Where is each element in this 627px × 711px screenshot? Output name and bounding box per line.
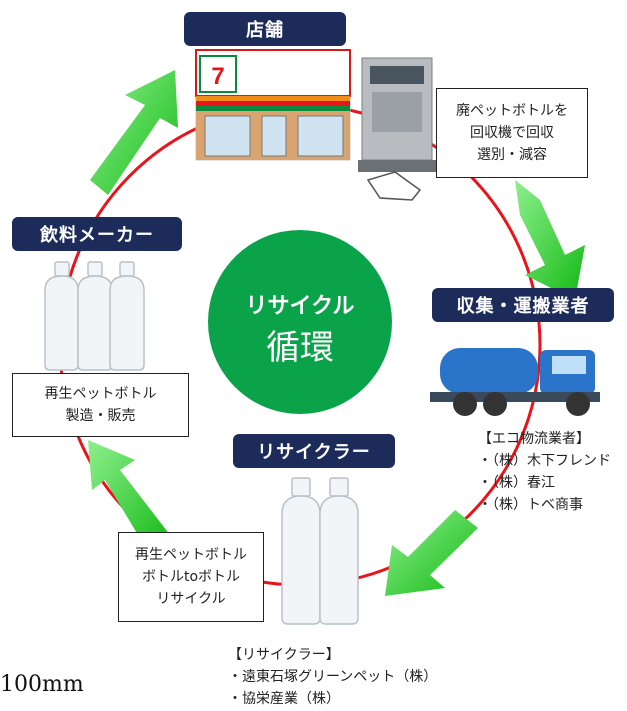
svg-text:7: 7 (211, 63, 224, 90)
recycler-company-item: ・協栄産業（株） (228, 691, 340, 707)
maker-bottles-illustration (44, 261, 145, 371)
collector-company-item: ・（株）木下フレンド (478, 453, 611, 469)
maker-description-box: 再生ペットボトル 製造・販売 (12, 373, 189, 437)
collection-truck-illustration (430, 348, 600, 416)
center-title-line2: 循環 (266, 328, 334, 368)
cycle-arrow-store-to-collector (515, 180, 585, 300)
cycle-arrow-recycler-to-maker (88, 440, 170, 555)
collect-line-2: 回収機で回収 (470, 125, 554, 141)
convenience-store-illustration: 7 (195, 49, 351, 161)
recycle-line-3: リサイクル (156, 591, 226, 607)
recycler-company-heading: 【リサイクラー】 (228, 647, 340, 663)
recycle-line-2: ボトルtoボトル (141, 569, 241, 585)
collector-company-item: ・（株）トベ商事 (478, 497, 583, 513)
recycler-company-list: 【リサイクラー】 ・遠東石塚グリーンペット（株） ・協栄産業（株） (228, 644, 437, 710)
stage-label-maker: 飲料メーカー (12, 217, 182, 251)
collect-line-1: 廃ペットボトルを (456, 103, 568, 119)
collector-company-heading: 【エコ物流業者】 (478, 431, 590, 447)
dimension-text: 100mm (0, 672, 84, 697)
cycle-arrow-collector-to-recycler (385, 510, 478, 596)
stage-label-collector: 収集・運搬業者 (432, 288, 614, 322)
collector-company-item: ・（株）春江 (478, 475, 555, 491)
stage-label-recycler: リサイクラー (233, 434, 395, 468)
maker-line-1: 再生ペットボトル (44, 386, 157, 402)
recycle-description-box: 再生ペットボトル ボトルtoボトル リサイクル (118, 532, 264, 622)
collect-line-3: 選別・減容 (477, 147, 547, 163)
collector-company-list: 【エコ物流業者】 ・（株）木下フレンド ・（株）春江 ・（株）トベ商事 (478, 428, 611, 516)
cycle-arrow-maker-to-store (90, 70, 178, 205)
recycle-center-circle (208, 230, 392, 414)
recycler-company-item: ・遠東石塚グリーンペット（株） (228, 669, 438, 685)
recycling-machine-illustration (358, 57, 436, 201)
center-title-line1: リサイクル (245, 294, 355, 319)
recycle-line-1: 再生ペットボトル (135, 547, 247, 563)
stage-label-store: 店舗 (184, 12, 346, 46)
collect-description-box: 廃ペットボトルを 回収機で回収 選別・減容 (436, 88, 588, 178)
maker-line-2: 製造・販売 (65, 408, 136, 424)
recycler-bottles-illustration (281, 477, 359, 625)
